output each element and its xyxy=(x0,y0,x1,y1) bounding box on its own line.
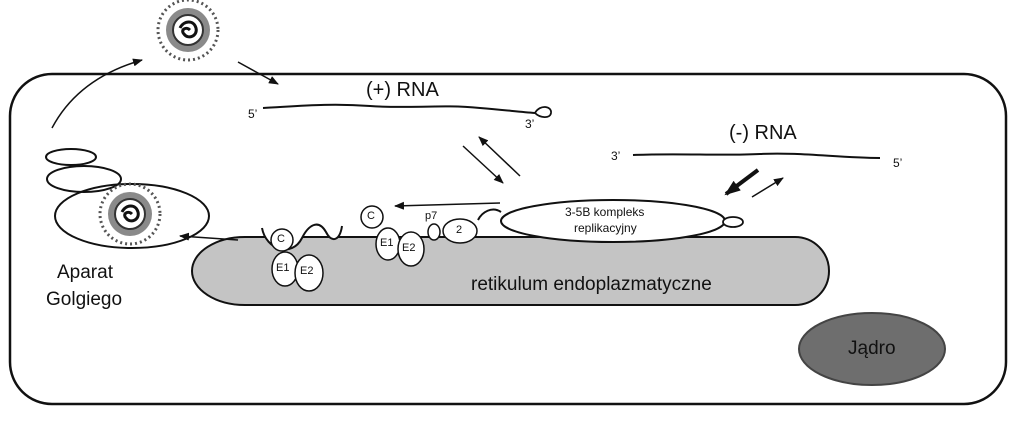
nucleus xyxy=(798,312,946,386)
protein-2 xyxy=(442,218,478,244)
arrow-to-plus-rna xyxy=(478,136,521,177)
arrow-from-plus-rna xyxy=(462,145,504,184)
plus-rna-strand xyxy=(262,103,536,114)
minus-rna-label: (-) RNA xyxy=(729,122,797,144)
plus-rna-loop xyxy=(534,106,552,119)
complex-label-line2: replikacyjny xyxy=(574,221,637,235)
arrow-to-minus-rna xyxy=(751,177,784,198)
golgi-apparatus xyxy=(45,148,210,249)
protein-e2-right xyxy=(397,231,425,267)
arrow-complex-to-er xyxy=(394,201,501,210)
complex-label-line1: 3-5B kompleks xyxy=(565,205,645,219)
protein-e2-left xyxy=(294,254,324,292)
golgi-label-line2: Golgiego xyxy=(46,289,123,310)
minus-rna-three-prime: 3’ xyxy=(611,149,621,163)
protein-c-right-label: C xyxy=(367,210,375,222)
er-label: retikulum endoplazmatyczne xyxy=(471,274,712,295)
minus-rna-five-prime: 5’ xyxy=(893,156,903,170)
protein-c-left-label: C xyxy=(277,233,285,245)
arrow-golgi-to-virus xyxy=(51,58,143,129)
protein-c-left xyxy=(270,228,294,252)
endoplasmic-reticulum xyxy=(191,236,830,306)
plus-rna-five-prime: 5’ xyxy=(248,107,258,121)
protein-c-right xyxy=(360,205,384,229)
protein-e1-left-label: E1 xyxy=(276,262,290,274)
protein-2-label: 2 xyxy=(456,224,463,236)
complex-loop xyxy=(722,216,744,228)
golgi-label-line1: Aparat xyxy=(57,262,113,283)
protein-e1-right-label: E1 xyxy=(380,237,394,249)
protein-p7-label: p7 xyxy=(425,210,438,222)
arrow-to-complex-bold xyxy=(724,168,760,196)
protein-e2-left-label: E2 xyxy=(300,265,314,277)
nucleus-label: Jądro xyxy=(848,338,896,359)
plus-rna-label: (+) RNA xyxy=(366,79,439,101)
arrow-virus-entry xyxy=(237,61,279,85)
virus-particle-icon xyxy=(98,182,162,246)
plus-rna-three-prime: 3’ xyxy=(525,117,535,131)
cell-membrane xyxy=(8,72,1008,406)
minus-rna-strand xyxy=(632,152,881,159)
protein-p7 xyxy=(427,223,441,241)
protein-e2-right-label: E2 xyxy=(402,242,416,254)
arrow-er-to-golgi xyxy=(179,232,239,241)
virus-particle-icon xyxy=(156,0,220,62)
